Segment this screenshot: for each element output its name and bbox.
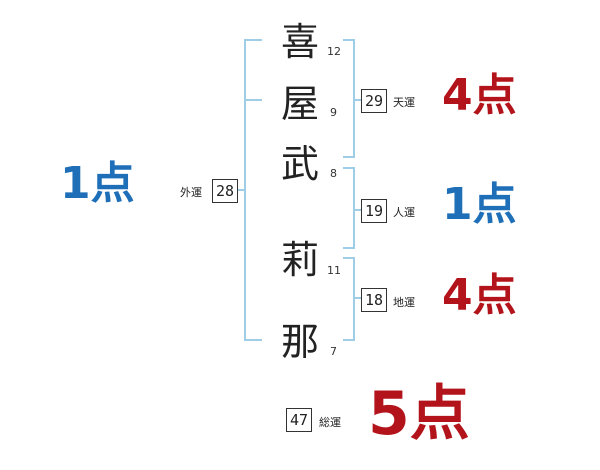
surname-char-2-strokes: 9 [330,106,337,119]
surname-char-3-strokes: 8 [330,167,337,180]
surname-char-3: 武 [280,142,319,186]
tenun-label: 天運 [393,96,415,109]
chiun-score: 4点 [442,270,517,321]
given-char-2-strokes: 7 [330,345,337,358]
souun-score: 5点 [368,379,470,449]
souun-value: 47 [286,408,312,432]
given-char-2: 那 [280,320,319,364]
given-char-1-strokes: 11 [327,264,341,277]
surname-char-2: 屋 [280,82,319,126]
tenun-bracket [343,39,361,158]
chiun-bracket [343,257,361,341]
tenun-value: 29 [361,89,387,113]
gaiun-bracket [237,39,262,341]
jinun-value: 19 [361,199,387,223]
surname-char-1-strokes: 12 [327,45,341,58]
jinun-label: 人運 [393,206,415,219]
tenun-score: 4点 [442,70,517,121]
souun-label: 総運 [319,416,341,429]
given-char-1: 莉 [280,238,319,282]
gaiun-label: 外運 [180,186,202,199]
gaiun-score: 1点 [60,158,135,209]
chiun-value: 18 [361,288,387,312]
jinun-bracket [343,167,361,249]
jinun-score: 1点 [442,179,517,230]
chiun-label: 地運 [393,296,415,309]
gaiun-value: 28 [212,179,238,203]
surname-char-1: 喜 [280,20,319,64]
